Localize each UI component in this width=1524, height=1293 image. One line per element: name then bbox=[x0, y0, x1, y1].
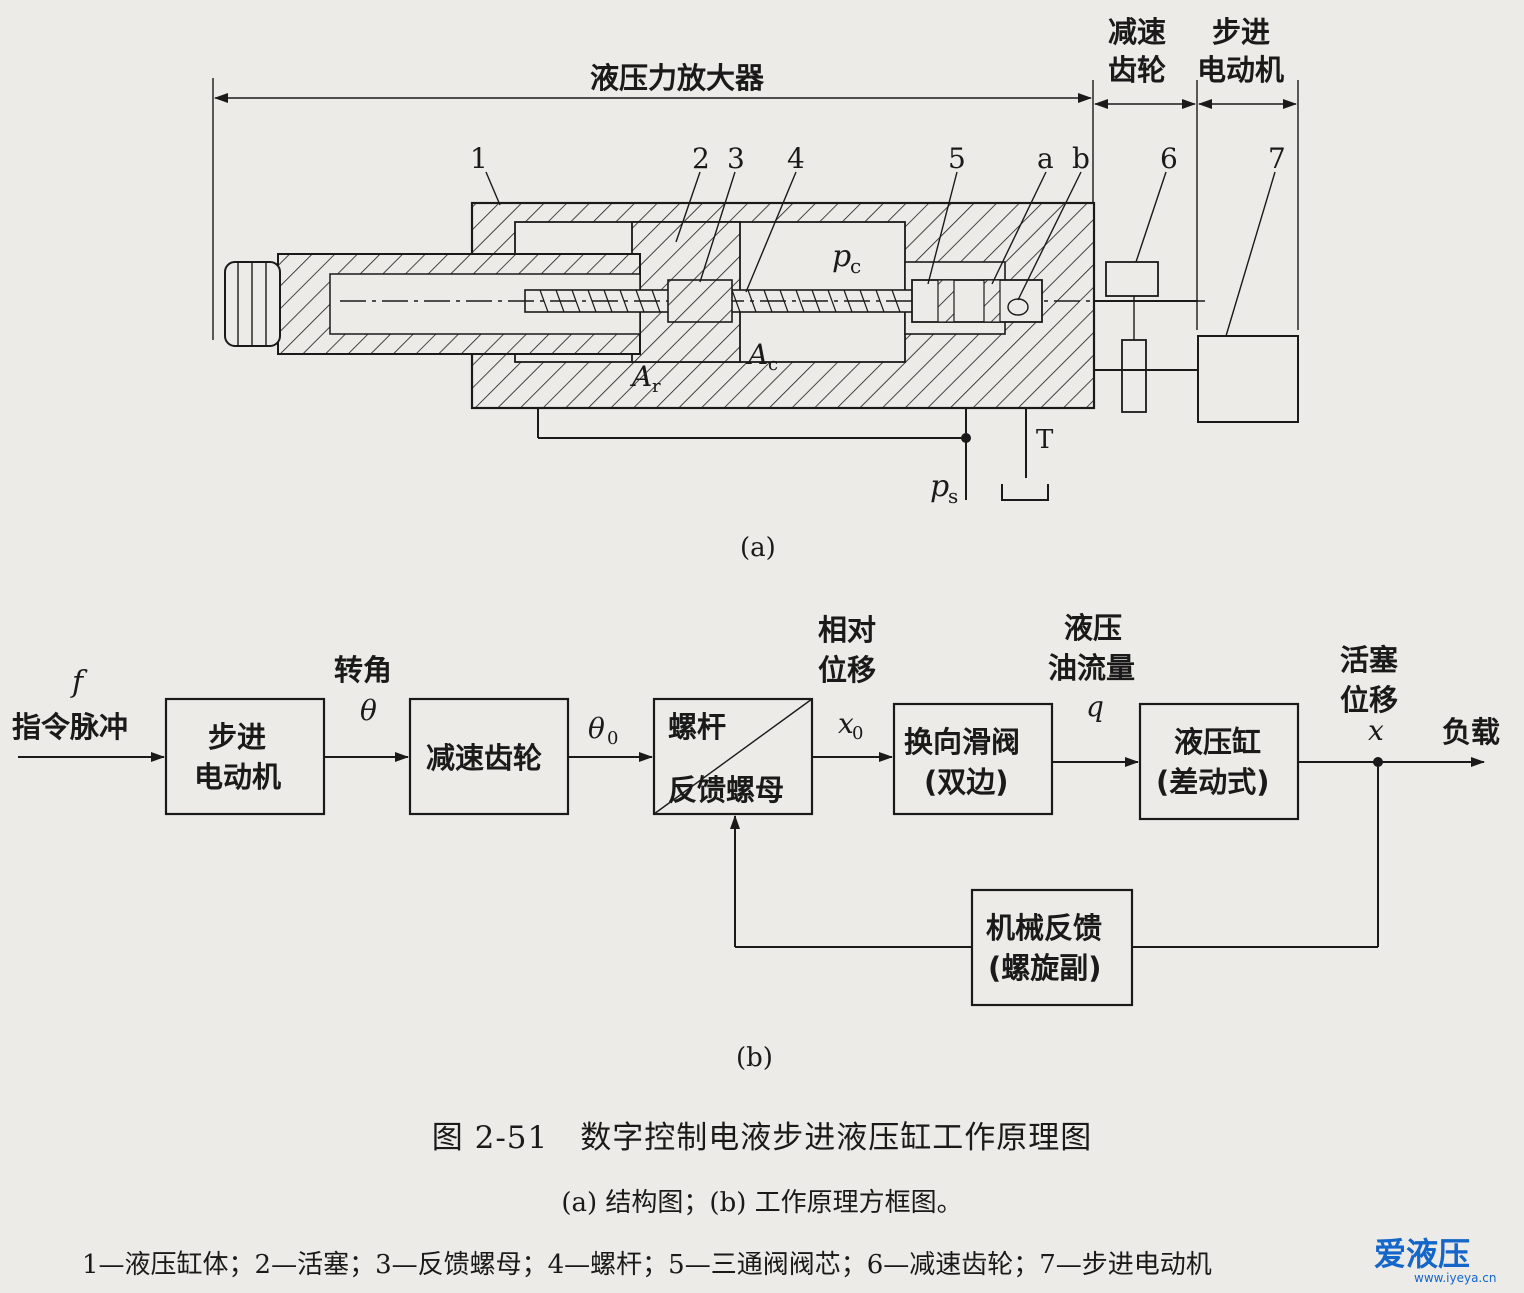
part-leaders bbox=[485, 171, 1276, 337]
svg-text:A: A bbox=[629, 360, 652, 393]
part-number-3: 3 bbox=[727, 142, 745, 175]
parts-legend: 1—液压缸体；2—活塞；3—反馈螺母；4—螺杆；5—三通阀阀芯；6—减速齿轮；7… bbox=[82, 1250, 1212, 1280]
watermark-logo: 爱液压 www.iyeya.cn bbox=[1374, 1237, 1514, 1287]
caption-b: (b) bbox=[736, 1043, 773, 1073]
signal-x0: x 0 bbox=[838, 707, 863, 744]
svg-text:反馈螺母: 反馈螺母 bbox=[668, 773, 784, 807]
svg-text:0: 0 bbox=[607, 728, 618, 749]
block-stepper-motor: 步进 电动机 bbox=[164, 697, 326, 816]
tank-port bbox=[1001, 408, 1049, 501]
stepper-motor bbox=[1197, 335, 1299, 423]
part-number-2: 2 bbox=[692, 142, 710, 175]
span-label-gear-bottom: 齿轮 bbox=[1108, 53, 1166, 87]
block-valve: 换向滑阀 (双边) bbox=[892, 702, 1054, 816]
part-number-4: 4 bbox=[787, 142, 805, 175]
dimension-lines bbox=[212, 78, 1299, 340]
block-screw-nut: 螺杆 反馈螺母 bbox=[652, 697, 814, 816]
signal-theta0: θ 0 bbox=[588, 712, 618, 749]
svg-text:减速齿轮: 减速齿轮 bbox=[426, 741, 542, 775]
svg-text:c: c bbox=[850, 254, 861, 278]
signal-angle-label: 转角 bbox=[334, 653, 392, 687]
signal-q: q bbox=[1086, 690, 1104, 723]
svg-text:c: c bbox=[768, 354, 778, 375]
signal-displacement-label-2: 位移 bbox=[1340, 683, 1398, 717]
svg-text:θ: θ bbox=[588, 712, 605, 745]
caption-a: (a) bbox=[740, 533, 776, 563]
svg-text:r: r bbox=[652, 376, 661, 397]
part-number-6: 6 bbox=[1160, 142, 1178, 175]
signal-x: x bbox=[1368, 714, 1384, 747]
port-label-a: a bbox=[1037, 142, 1054, 175]
signal-flow-label-2: 油流量 bbox=[1048, 651, 1135, 685]
figure-subtitle: (a) 结构图；(b) 工作原理方框图。 bbox=[561, 1188, 963, 1218]
svg-text:(差动式): (差动式) bbox=[1156, 765, 1270, 799]
svg-text:p: p bbox=[832, 239, 851, 274]
svg-text:s: s bbox=[948, 484, 958, 508]
svg-text:0: 0 bbox=[852, 723, 863, 744]
signal-relative-label-2: 位移 bbox=[818, 653, 876, 687]
input-label: 指令脉冲 bbox=[12, 710, 128, 744]
svg-text:p: p bbox=[930, 469, 949, 504]
watermark-url: www.iyeya.cn bbox=[1414, 1271, 1497, 1285]
part-number-1: 1 bbox=[470, 142, 488, 175]
block-diagram: f 指令脉冲 步进 电动机 转角 θ 减速齿轮 θ 0 螺杆 反馈螺母 bbox=[12, 611, 1500, 1073]
svg-text:电动机: 电动机 bbox=[194, 760, 281, 794]
signal-displacement-label-1: 活塞 bbox=[1340, 643, 1398, 677]
signal-flow-label-1: 液压 bbox=[1064, 611, 1122, 645]
pressure-pc: p c bbox=[832, 239, 861, 278]
svg-text:螺杆: 螺杆 bbox=[668, 710, 726, 744]
structure-drawing: 液压力放大器 减速 齿轮 步进 电动机 bbox=[212, 15, 1299, 563]
block-reduction-gear: 减速齿轮 bbox=[408, 697, 570, 816]
output-load-label: 负载 bbox=[1442, 715, 1500, 749]
figure-title: 图 2-51 数字控制电液步进液压缸工作原理图 bbox=[431, 1120, 1093, 1156]
span-label-amplifier: 液压力放大器 bbox=[590, 61, 765, 95]
reduction-gear bbox=[1094, 261, 1198, 413]
span-label-motor-bottom: 电动机 bbox=[1197, 53, 1284, 87]
area-ac: A c bbox=[745, 338, 778, 375]
svg-text:x: x bbox=[838, 707, 854, 740]
span-label-gear-top: 减速 bbox=[1108, 15, 1166, 49]
block-cylinder: 液压缸 (差动式) bbox=[1138, 702, 1300, 821]
area-ar: A r bbox=[629, 360, 661, 397]
signal-theta: θ bbox=[360, 694, 377, 727]
svg-text:步进: 步进 bbox=[208, 720, 266, 754]
svg-text:换向滑阀: 换向滑阀 bbox=[904, 725, 1020, 759]
svg-text:液压缸: 液压缸 bbox=[1174, 725, 1261, 759]
svg-text:A: A bbox=[745, 338, 768, 371]
port-label-b: b bbox=[1072, 142, 1090, 175]
part-number-5: 5 bbox=[948, 142, 966, 175]
tank-label: T bbox=[1036, 425, 1054, 455]
valve-spool bbox=[911, 279, 1043, 323]
supply-port bbox=[537, 408, 971, 500]
feedback-nut bbox=[667, 279, 733, 323]
feedback-path bbox=[730, 762, 1379, 948]
pressure-ps: p s bbox=[930, 469, 958, 508]
watermark-brand: 爱液压 bbox=[1374, 1235, 1471, 1273]
input-symbol-f: f bbox=[70, 665, 88, 700]
part-number-7: 7 bbox=[1268, 142, 1286, 175]
svg-text:(螺旋副): (螺旋副) bbox=[988, 951, 1102, 985]
signal-relative-label-1: 相对 bbox=[818, 613, 876, 647]
svg-text:(双边): (双边) bbox=[924, 765, 1009, 799]
svg-text:机械反馈: 机械反馈 bbox=[986, 911, 1102, 945]
span-label-motor-top: 步进 bbox=[1212, 15, 1270, 49]
block-mechanical-feedback: 机械反馈 (螺旋副) bbox=[970, 888, 1134, 1007]
